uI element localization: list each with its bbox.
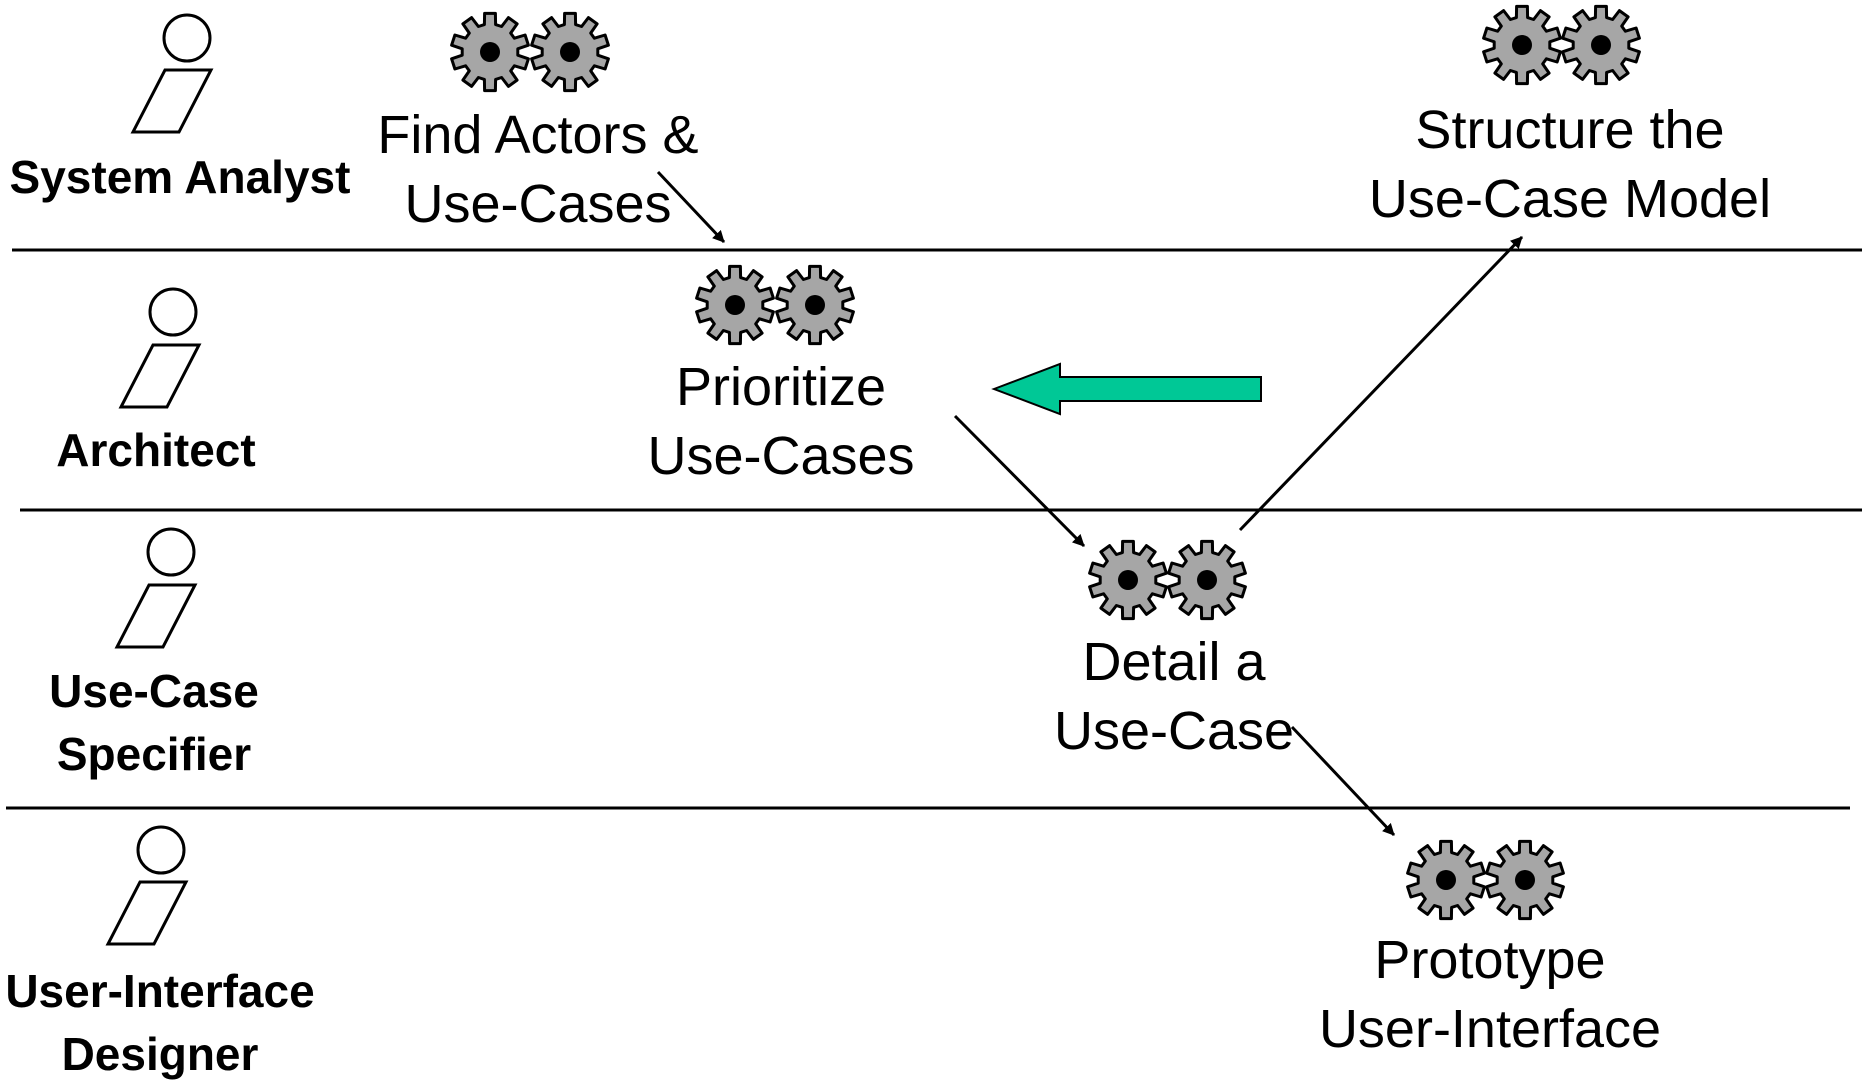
role-label-system-analyst: System Analyst xyxy=(10,151,351,203)
actor-icon xyxy=(105,825,189,946)
gears-icon xyxy=(1088,539,1247,621)
actor-body xyxy=(130,68,214,134)
role-label-architect: Architect xyxy=(56,424,255,476)
gear-hub xyxy=(1436,870,1456,890)
role-label-use-case-specifier-line2: Specifier xyxy=(57,728,251,780)
role-label-use-case-specifier-line1: Use-Case xyxy=(49,665,259,717)
gear-hub xyxy=(725,295,745,315)
role-labels: System Analyst Architect Use-Case Specif… xyxy=(5,151,350,1080)
activity-label-find-actors-line1: Find Actors & xyxy=(377,105,698,165)
gear-hub xyxy=(1591,35,1611,55)
gear-hub xyxy=(1512,35,1532,55)
activity-label-prototype-line2: User-Interface xyxy=(1319,999,1661,1059)
actor-icon xyxy=(118,287,202,409)
flow-arrow-find-to-prioritize xyxy=(656,170,726,244)
activity-label-structure-line2: Use-Case Model xyxy=(1369,169,1771,229)
gear-hub xyxy=(1118,570,1138,590)
gears-icon xyxy=(1482,4,1641,86)
left-arrow-icon xyxy=(991,362,1262,416)
gear-hub xyxy=(480,42,500,62)
actor-icon xyxy=(130,13,214,134)
flow-arrows xyxy=(656,170,1524,837)
gear-hub xyxy=(1515,870,1535,890)
actor-body xyxy=(118,343,202,409)
gears-icon xyxy=(1406,839,1565,921)
flow-arrow-detail-to-prototype xyxy=(1290,725,1396,837)
actor-head xyxy=(148,287,198,337)
actor-head xyxy=(146,527,196,577)
gears-icon xyxy=(695,264,855,346)
actor-body xyxy=(105,880,189,946)
actor-head xyxy=(136,825,186,875)
actor-head xyxy=(162,13,212,63)
role-label-ui-designer-line2: Designer xyxy=(62,1028,259,1080)
role-label-ui-designer-line1: User-Interface xyxy=(5,965,314,1017)
activity-label-prototype-line1: Prototype xyxy=(1374,930,1605,990)
gears-icon xyxy=(450,11,610,93)
actor-icon xyxy=(114,527,198,649)
actor-body xyxy=(114,583,198,649)
activity-label-prioritize-line1: Prioritize xyxy=(676,357,886,417)
flow-arrow-detail-to-structure xyxy=(1238,235,1524,532)
activity-label-structure-line1: Structure the xyxy=(1415,100,1724,160)
gear-hub xyxy=(805,295,825,315)
activity-labels: Find Actors & Use-Cases Prioritize Use-C… xyxy=(377,100,1771,1059)
activity-gears xyxy=(450,4,1641,921)
flow-arrow-prioritize-to-detail xyxy=(953,414,1086,548)
gear-hub xyxy=(1197,570,1217,590)
gear-hub xyxy=(560,42,580,62)
actors xyxy=(105,13,214,946)
activity-label-detail-line2: Use-Case xyxy=(1054,701,1294,761)
activity-label-prioritize-line2: Use-Cases xyxy=(647,426,914,486)
activity-label-detail-line1: Detail a xyxy=(1082,632,1266,692)
activity-label-find-actors-line2: Use-Cases xyxy=(404,174,671,234)
swimlane-separators xyxy=(6,248,1862,810)
